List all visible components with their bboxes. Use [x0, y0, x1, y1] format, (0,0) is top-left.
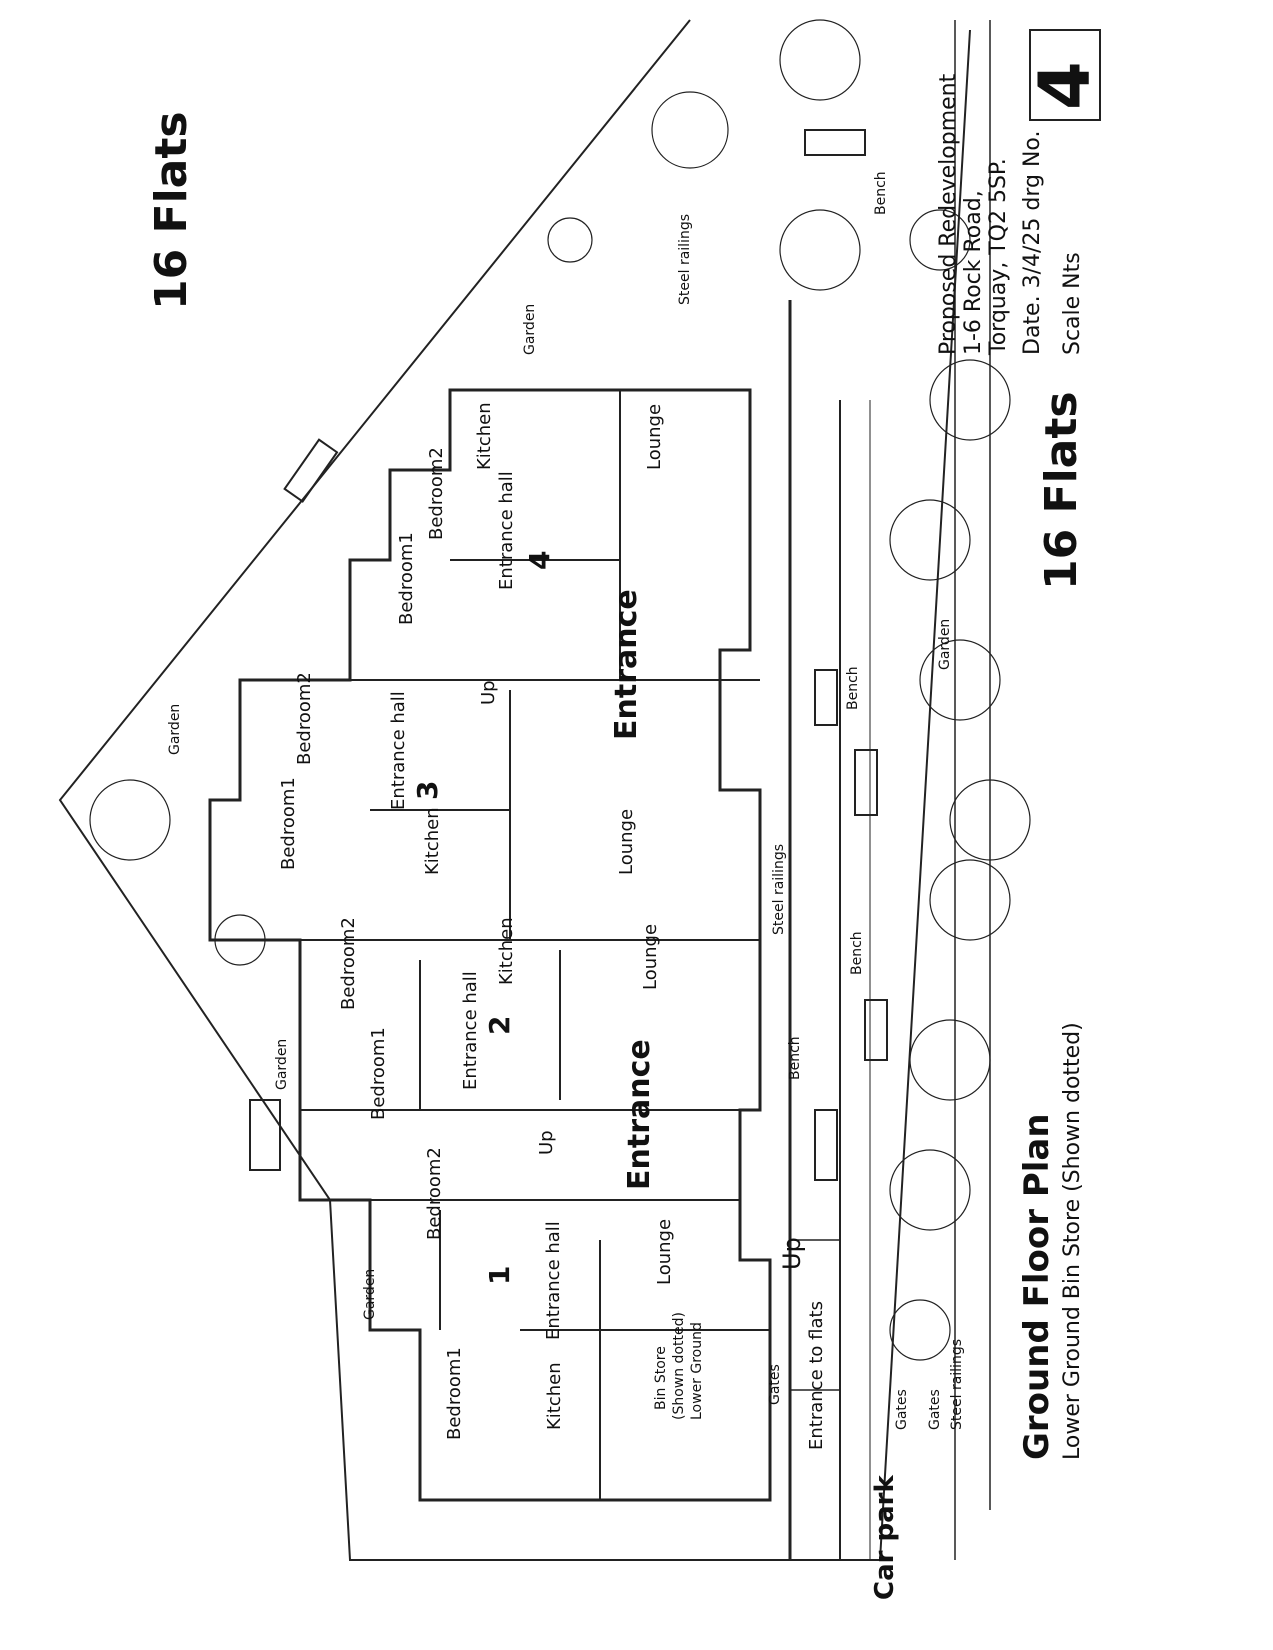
- title-date: Date. 3/4/25 drg No.: [1020, 130, 1045, 355]
- lounge-label: Lounge: [640, 923, 661, 990]
- kitchen-label: Kitchen: [474, 402, 495, 470]
- tree: [214, 914, 266, 966]
- bedroom2-label: Bedroom2: [338, 917, 359, 1010]
- flat-number-4: 4: [523, 550, 556, 570]
- garden-label: Garden: [362, 1268, 378, 1320]
- entrance-label: Entrance: [622, 1039, 657, 1190]
- shown-dotted-label: (Shown dotted): [671, 1312, 687, 1420]
- building-outline: [208, 388, 772, 1502]
- bench: [249, 1099, 281, 1171]
- bench: [814, 669, 838, 726]
- plan-title: Ground Floor Plan: [1017, 1113, 1057, 1460]
- gates-label: Gates: [894, 1389, 910, 1430]
- bench: [283, 438, 339, 503]
- tree: [547, 217, 593, 263]
- lounge-label: Lounge: [616, 808, 637, 875]
- bedroom2-label: Bedroom2: [426, 447, 447, 540]
- steel-railings-label: Steel railings: [949, 1339, 965, 1430]
- bench: [814, 1109, 838, 1181]
- bedroom1-label: Bedroom1: [278, 777, 299, 870]
- tree: [779, 209, 861, 291]
- lounge-label: Lounge: [644, 403, 665, 470]
- entrance-hall-label: Entrance hall: [496, 471, 517, 590]
- entrance-hall-label: Entrance hall: [460, 971, 481, 1090]
- bedroom1-label: Bedroom1: [444, 1347, 465, 1440]
- car-park-label: Car park: [870, 1475, 900, 1600]
- bench: [804, 129, 866, 156]
- site-boundary: [58, 19, 971, 1561]
- entrance-hall-label: Entrance hall: [543, 1221, 564, 1340]
- drawing-number: 4: [1024, 61, 1106, 110]
- up-label: Up: [536, 1130, 557, 1155]
- bedroom1-label: Bedroom1: [396, 532, 417, 625]
- lower-ground-label: Lower Ground: [689, 1322, 705, 1420]
- entrance-hall-label: Entrance hall: [388, 691, 409, 810]
- tree: [651, 91, 729, 169]
- steel-railings-label: Steel railings: [771, 844, 787, 935]
- kitchen-label: Kitchen: [496, 917, 517, 985]
- flat-number-2: 2: [483, 1015, 516, 1035]
- plan-subtitle: Lower Ground Bin Store (Shown dotted): [1060, 1022, 1085, 1460]
- bench: [864, 999, 888, 1061]
- steel-railings-label: Steel railings: [677, 214, 693, 305]
- tree: [949, 779, 1031, 861]
- kitchen-label: Kitchen: [422, 807, 443, 875]
- bedroom1-label: Bedroom1: [368, 1027, 389, 1120]
- tree: [919, 639, 1001, 721]
- tree: [889, 1149, 971, 1231]
- bedroom2-label: Bedroom2: [294, 672, 315, 765]
- tree: [889, 499, 971, 581]
- bench-label: Bench: [787, 1036, 803, 1080]
- flat-number-3: 3: [411, 780, 444, 800]
- bench-label: Bench: [873, 171, 889, 215]
- tree: [929, 859, 1011, 941]
- title-summary: 16 Flats: [1036, 391, 1087, 590]
- entrance-label: Entrance: [609, 589, 644, 740]
- title-project: Proposed Redevelopment: [936, 73, 961, 355]
- up-label: Up: [478, 680, 499, 705]
- bedroom2-label: Bedroom2: [424, 1147, 445, 1240]
- garden-label: Garden: [937, 618, 953, 670]
- title-address-2: Torquay, TQ2 5SP.: [986, 158, 1011, 355]
- tree: [779, 19, 861, 101]
- tree: [889, 1299, 951, 1361]
- headline: 16 Flats: [146, 111, 197, 310]
- gates-label: Gates: [767, 1364, 783, 1405]
- up-label: Up: [778, 1237, 806, 1270]
- gates-label: Gates: [927, 1389, 943, 1430]
- garden-label: Garden: [522, 303, 538, 355]
- tree: [89, 779, 171, 861]
- bench-label: Bench: [849, 931, 865, 975]
- bin-store-label: Bin Store: [653, 1346, 669, 1410]
- title-scale: Scale Nts: [1060, 252, 1085, 355]
- garden-label: Garden: [274, 1038, 290, 1090]
- bench: [854, 749, 878, 816]
- tree: [909, 1019, 991, 1101]
- flat-number-1: 1: [483, 1265, 516, 1285]
- garden-label: Garden: [167, 703, 183, 755]
- bench-label: Bench: [845, 666, 861, 710]
- entrance-to-flats-label: Entrance to flats: [806, 1301, 827, 1450]
- tree: [909, 209, 971, 271]
- tree: [929, 359, 1011, 441]
- stair: [789, 1239, 841, 1391]
- kitchen-label: Kitchen: [544, 1362, 565, 1430]
- title-address-1: 1-6 Rock Road,: [961, 190, 986, 355]
- lounge-label: Lounge: [654, 1218, 675, 1285]
